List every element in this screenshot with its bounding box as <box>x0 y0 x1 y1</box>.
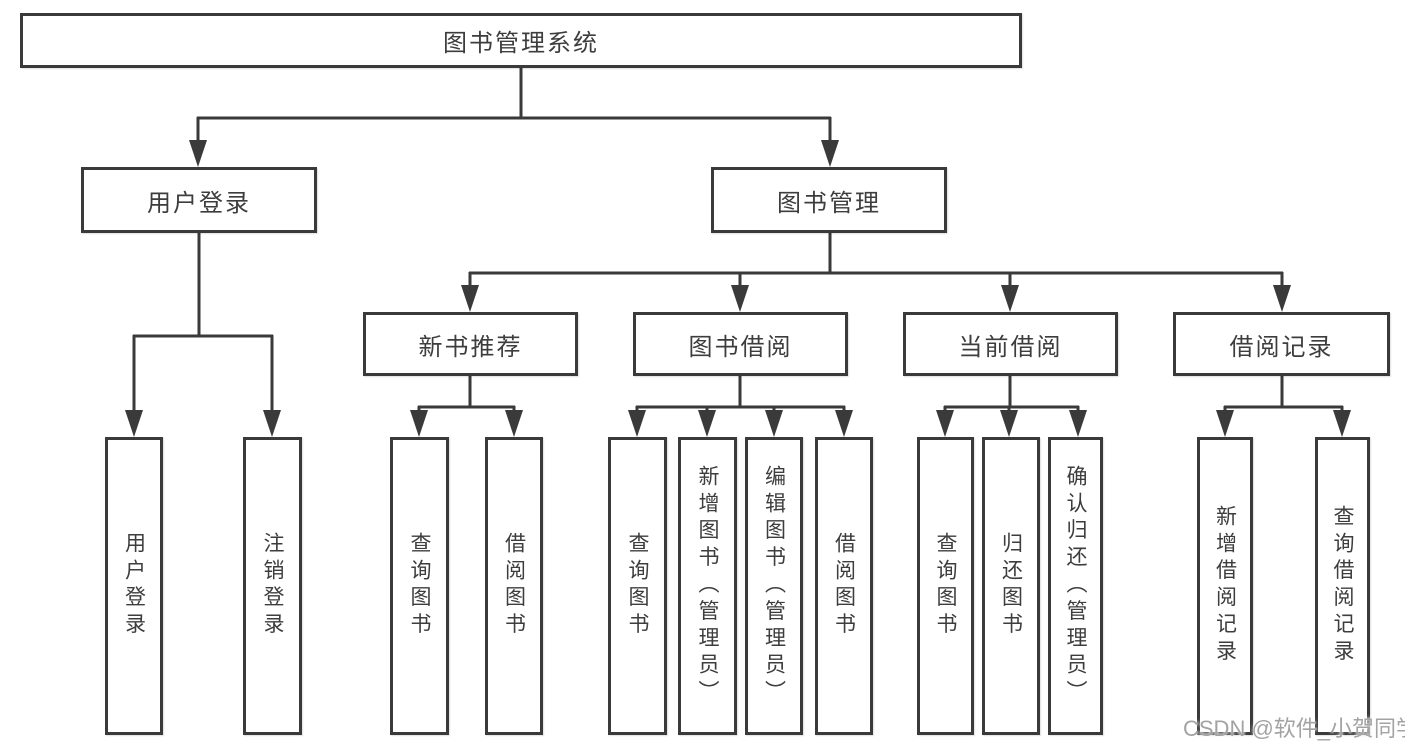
node-new-book-recommend: 新书推荐 <box>363 312 578 376</box>
csdn-watermark: CSDN @软件_小贺同学 <box>1183 716 1405 741</box>
leaf-label: 用户登录 <box>122 532 146 640</box>
leaf-label: 确认归还（管理员） <box>1064 465 1087 707</box>
leaf-edit-books-admin: 编辑图书（管理员） <box>745 437 803 735</box>
node-current-borrowing: 当前借阅 <box>903 312 1118 376</box>
node-label: 当前借阅 <box>958 333 1063 361</box>
node-label: 借阅记录 <box>1229 333 1334 361</box>
leaf-label: 编辑图书（管理员） <box>762 465 786 707</box>
node-label: 图书借阅 <box>688 333 793 361</box>
node-label: 新书推荐 <box>418 333 523 361</box>
leaf-label: 新增借阅记录 <box>1213 505 1237 667</box>
leaf-search-books-borrowing: 查询图书 <box>608 437 667 735</box>
leaf-label: 查询图书 <box>934 532 957 640</box>
leaf-label: 查询图书 <box>408 532 431 640</box>
node-book-management: 图书管理 <box>711 167 947 233</box>
node-label: 图书管理系统 <box>443 30 599 57</box>
leaf-confirm-return-admin: 确认归还（管理员） <box>1048 437 1103 735</box>
leaf-user-login: 用户登录 <box>105 437 163 735</box>
node-root-library-management-system: 图书管理系统 <box>20 13 1022 68</box>
leaf-label: 注销登录 <box>261 532 284 640</box>
leaf-add-books-admin: 新增图书（管理员） <box>678 437 737 735</box>
leaf-label: 新增图书（管理员） <box>696 465 719 707</box>
leaf-borrow-books: 借阅图书 <box>815 437 873 735</box>
leaf-search-borrow-record: 查询借阅记录 <box>1315 437 1370 735</box>
leaf-search-books-recommend: 查询图书 <box>390 437 449 735</box>
leaf-borrow-books-recommend: 借阅图书 <box>485 437 543 735</box>
leaf-label: 借阅图书 <box>502 532 526 640</box>
leaf-add-borrow-record: 新增借阅记录 <box>1197 437 1253 735</box>
node-book-borrowing: 图书借阅 <box>633 312 848 376</box>
leaf-search-books-current: 查询图书 <box>917 437 974 735</box>
leaf-label: 借阅图书 <box>832 532 856 640</box>
leaf-label: 查询图书 <box>626 532 649 640</box>
node-label: 图书管理 <box>777 189 881 217</box>
leaf-return-books: 归还图书 <box>982 437 1040 735</box>
leaf-logout: 注销登录 <box>243 437 302 735</box>
node-user-login: 用户登录 <box>81 167 317 233</box>
node-label: 用户登录 <box>147 189 251 217</box>
node-borrowing-records: 借阅记录 <box>1173 312 1390 376</box>
leaf-label: 归还图书 <box>999 532 1023 640</box>
leaf-label: 查询借阅记录 <box>1331 505 1354 667</box>
